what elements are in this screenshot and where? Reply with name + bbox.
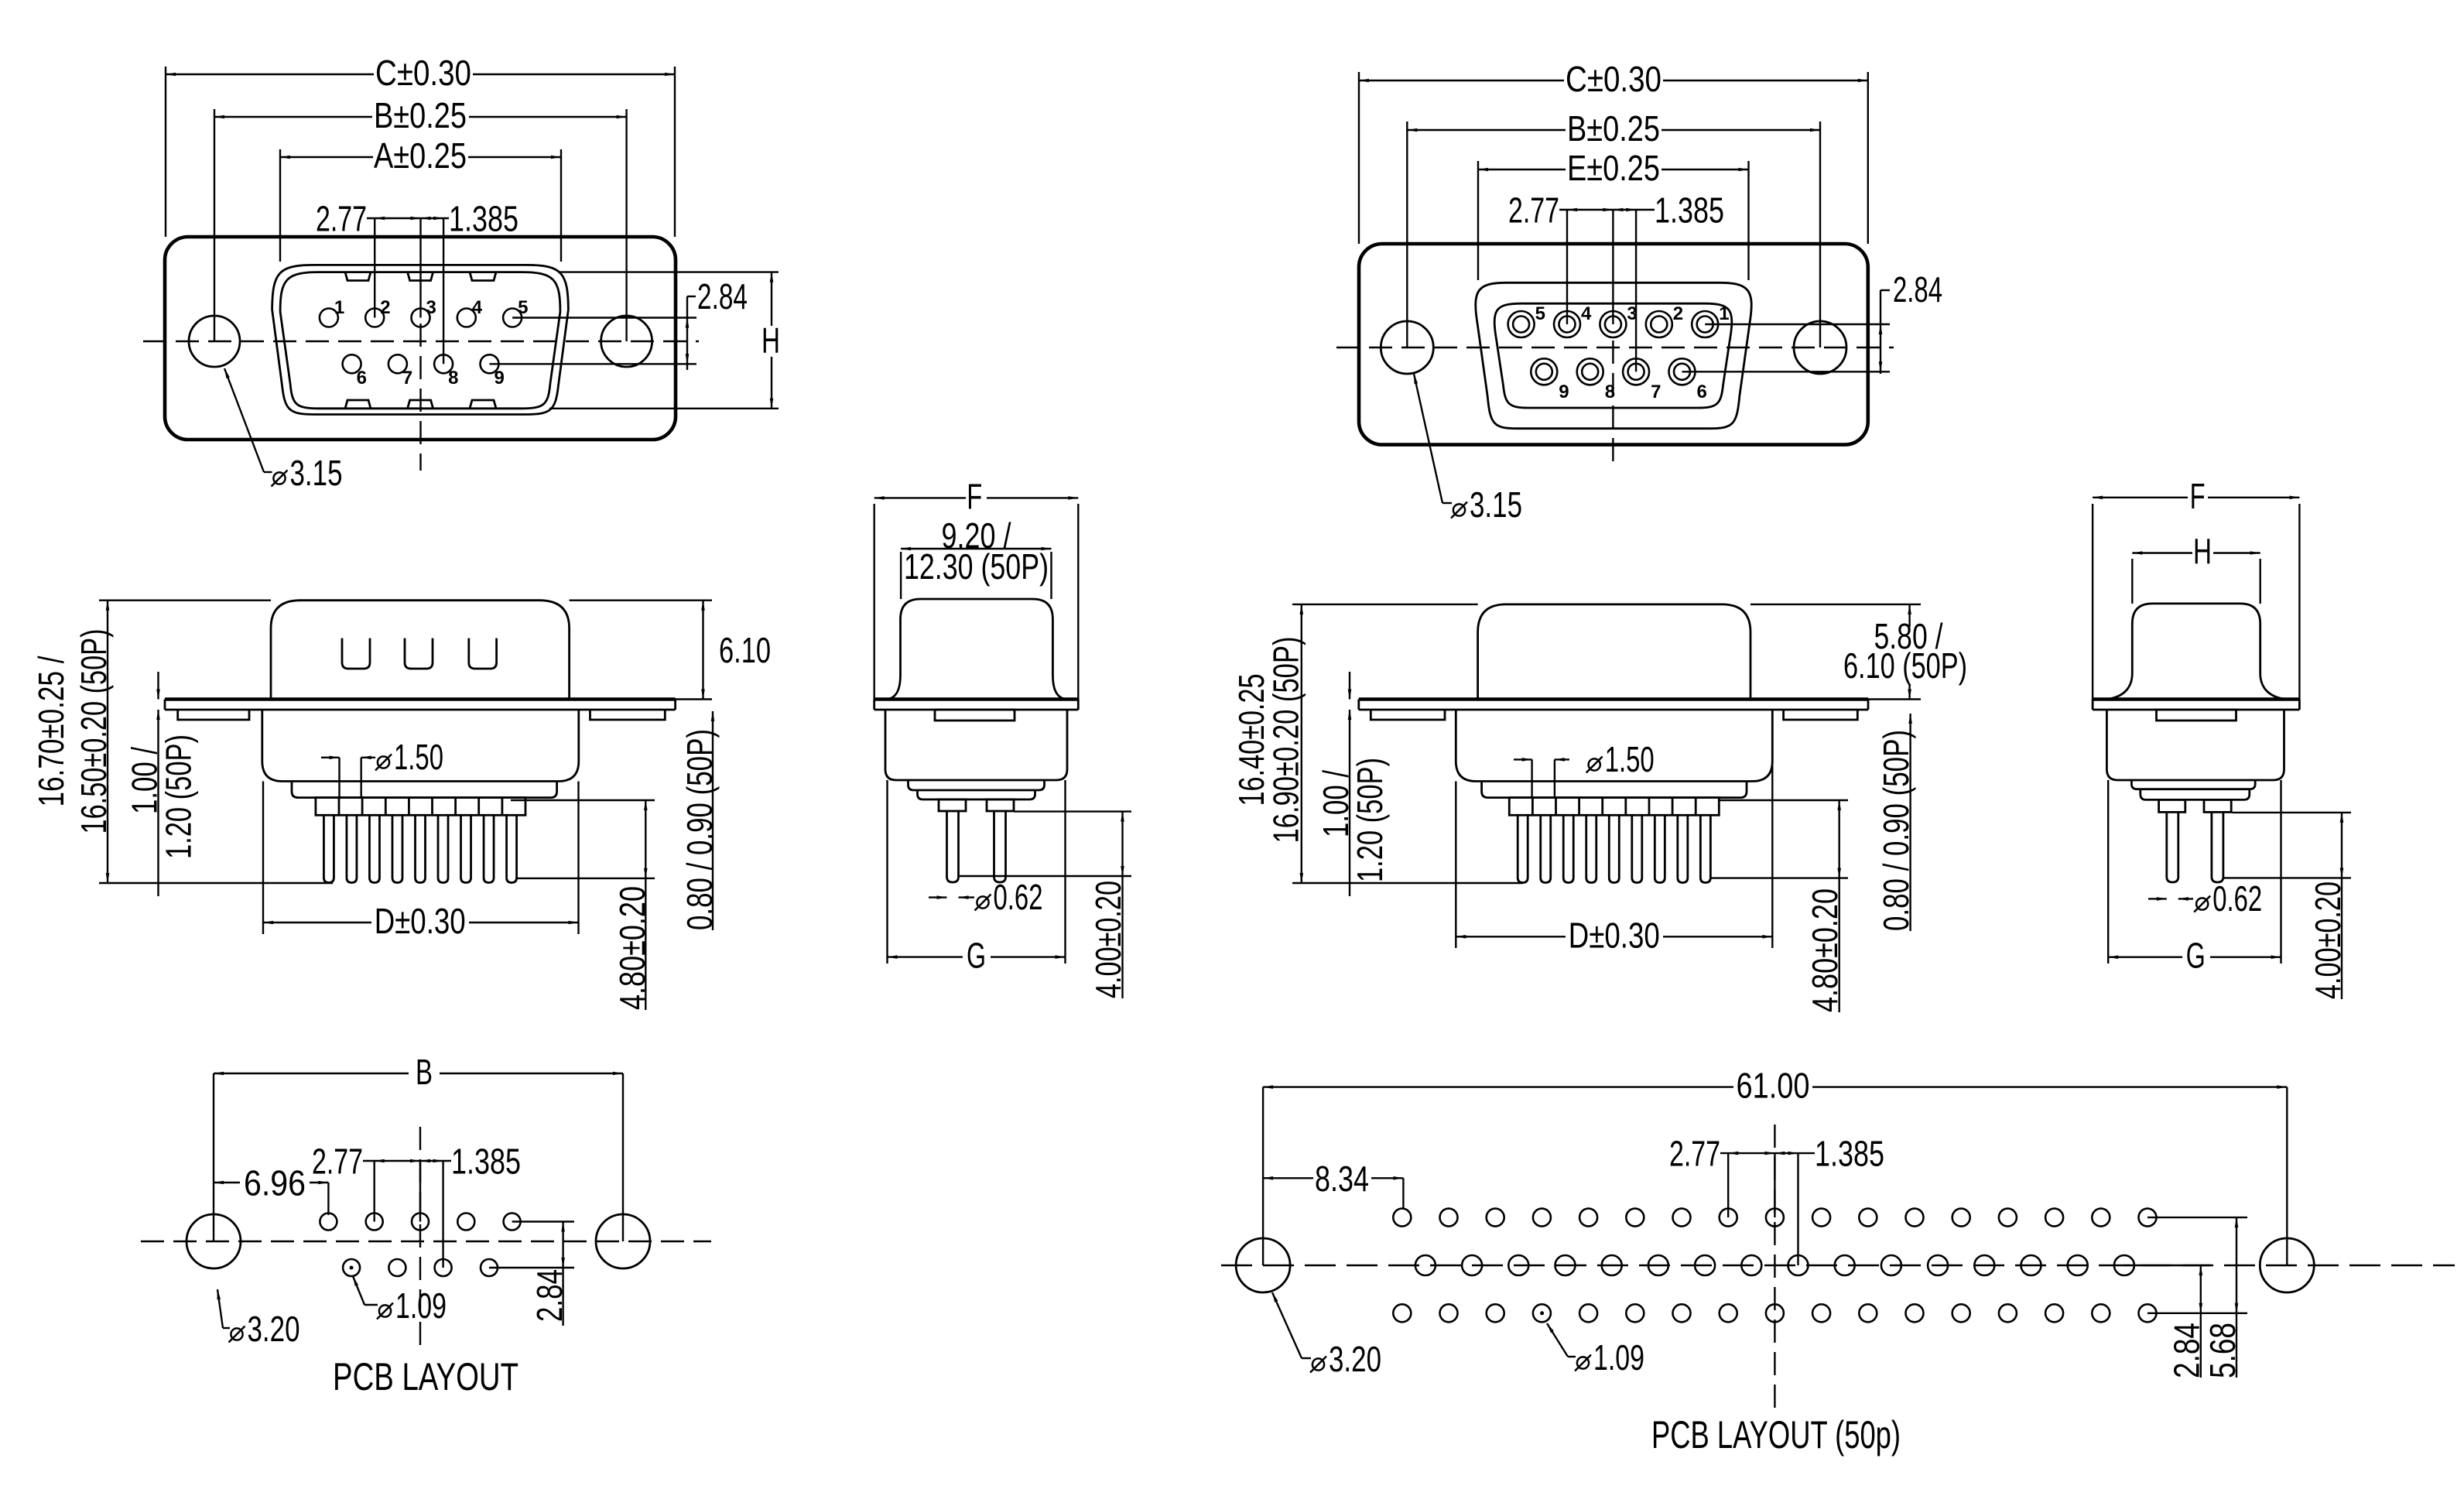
svg-text:6: 6 (357, 368, 367, 389)
svg-text:1.50: 1.50 (394, 737, 443, 777)
svg-text:16.50±0.20 (50P): 16.50±0.20 (50P) (74, 629, 114, 834)
svg-text:9.20 /: 9.20 / (942, 515, 1011, 556)
svg-text:A±0.25: A±0.25 (374, 135, 467, 176)
svg-text:1.00 /: 1.00 / (125, 747, 165, 814)
svg-text:B±0.25: B±0.25 (374, 95, 467, 135)
svg-text:PCB LAYOUT: PCB LAYOUT (333, 1355, 518, 1398)
svg-text:7: 7 (1651, 382, 1661, 402)
svg-text:8: 8 (448, 368, 458, 389)
svg-text:C±0.30: C±0.30 (1566, 59, 1661, 99)
svg-text:2.77: 2.77 (316, 199, 367, 239)
svg-text:9: 9 (495, 368, 505, 389)
svg-text:5: 5 (518, 297, 528, 318)
svg-text:1: 1 (334, 297, 344, 318)
svg-text:16.90±0.20 (50P): 16.90±0.20 (50P) (1266, 637, 1306, 844)
svg-text:3: 3 (1627, 303, 1637, 324)
svg-text:1.00 /: 1.00 / (1316, 770, 1356, 837)
svg-text:3.15: 3.15 (290, 453, 343, 493)
svg-text:4: 4 (1581, 303, 1592, 324)
svg-text:G: G (967, 936, 986, 976)
svg-text:8.34: 8.34 (1315, 1159, 1369, 1199)
svg-text:1.385: 1.385 (1655, 190, 1724, 231)
svg-text:E±0.25: E±0.25 (1567, 148, 1660, 188)
svg-text:0.62: 0.62 (2212, 878, 2262, 919)
svg-text:4.80±0.20: 4.80±0.20 (1805, 888, 1845, 1012)
svg-text:2: 2 (1673, 303, 1683, 324)
svg-text:4.00±0.20: 4.00±0.20 (2308, 881, 2348, 999)
svg-text:6.96: 6.96 (244, 1163, 306, 1203)
svg-text:1.20 (50P): 1.20 (50P) (159, 734, 199, 859)
svg-text:3.20: 3.20 (1329, 1339, 1381, 1379)
svg-text:H: H (761, 320, 780, 361)
svg-text:3: 3 (426, 297, 436, 318)
svg-text:B: B (416, 1052, 433, 1092)
svg-text:0.80 / 0.90 (50P): 0.80 / 0.90 (50P) (1876, 730, 1916, 931)
svg-text:1.385: 1.385 (451, 1142, 521, 1182)
svg-text:1.385: 1.385 (1815, 1134, 1884, 1174)
svg-text:F: F (967, 476, 982, 516)
svg-text:2.77: 2.77 (312, 1142, 363, 1182)
svg-text:4.80±0.20: 4.80±0.20 (612, 886, 652, 1010)
svg-text:PCB LAYOUT (50p): PCB LAYOUT (50p) (1651, 1413, 1901, 1456)
svg-text:3.20: 3.20 (248, 1309, 300, 1349)
svg-text:6.10: 6.10 (719, 630, 771, 670)
svg-text:H: H (2193, 532, 2212, 572)
svg-text:7: 7 (402, 368, 412, 389)
svg-text:5: 5 (1535, 303, 1545, 324)
svg-text:2.84: 2.84 (1893, 269, 1942, 310)
svg-text:61.00: 61.00 (1737, 1066, 1810, 1106)
svg-text:16.40±0.25: 16.40±0.25 (1231, 674, 1271, 806)
svg-text:5.80 /: 5.80 / (1874, 616, 1943, 656)
svg-text:2.84: 2.84 (2167, 1323, 2207, 1378)
svg-text:9: 9 (1559, 382, 1569, 402)
svg-text:2.84: 2.84 (529, 1269, 570, 1322)
svg-text:1.20 (50P): 1.20 (50P) (1350, 758, 1390, 882)
svg-text:6.10 (50P): 6.10 (50P) (1843, 645, 1967, 686)
svg-text:1.09: 1.09 (395, 1285, 447, 1326)
svg-text:D±0.30: D±0.30 (375, 901, 466, 941)
svg-text:C±0.30: C±0.30 (375, 53, 471, 93)
svg-text:1.09: 1.09 (1593, 1337, 1644, 1378)
svg-text:2.84: 2.84 (697, 276, 748, 317)
svg-text:2.77: 2.77 (1669, 1134, 1720, 1174)
svg-text:0.62: 0.62 (994, 877, 1043, 917)
svg-text:2.77: 2.77 (1508, 190, 1559, 231)
svg-text:1.50: 1.50 (1605, 739, 1655, 779)
svg-text:6: 6 (1697, 382, 1707, 402)
svg-text:F: F (2190, 476, 2206, 516)
svg-text:1: 1 (1719, 303, 1729, 324)
svg-text:G: G (2186, 936, 2206, 976)
svg-text:0.80 / 0.90 (50P): 0.80 / 0.90 (50P) (679, 729, 720, 930)
svg-text:3.15: 3.15 (1470, 484, 1522, 525)
svg-text:16.70±0.25 /: 16.70±0.25 / (31, 656, 71, 806)
svg-text:1.385: 1.385 (449, 199, 518, 239)
svg-text:2: 2 (380, 297, 390, 318)
svg-text:4.00±0.20: 4.00±0.20 (1088, 881, 1128, 998)
svg-text:D±0.30: D±0.30 (1569, 915, 1660, 955)
svg-text:5.68: 5.68 (2202, 1323, 2243, 1378)
svg-text:4: 4 (472, 297, 483, 318)
svg-text:B±0.25: B±0.25 (1567, 108, 1660, 149)
svg-text:12.30 (50P): 12.30 (50P) (904, 546, 1049, 587)
